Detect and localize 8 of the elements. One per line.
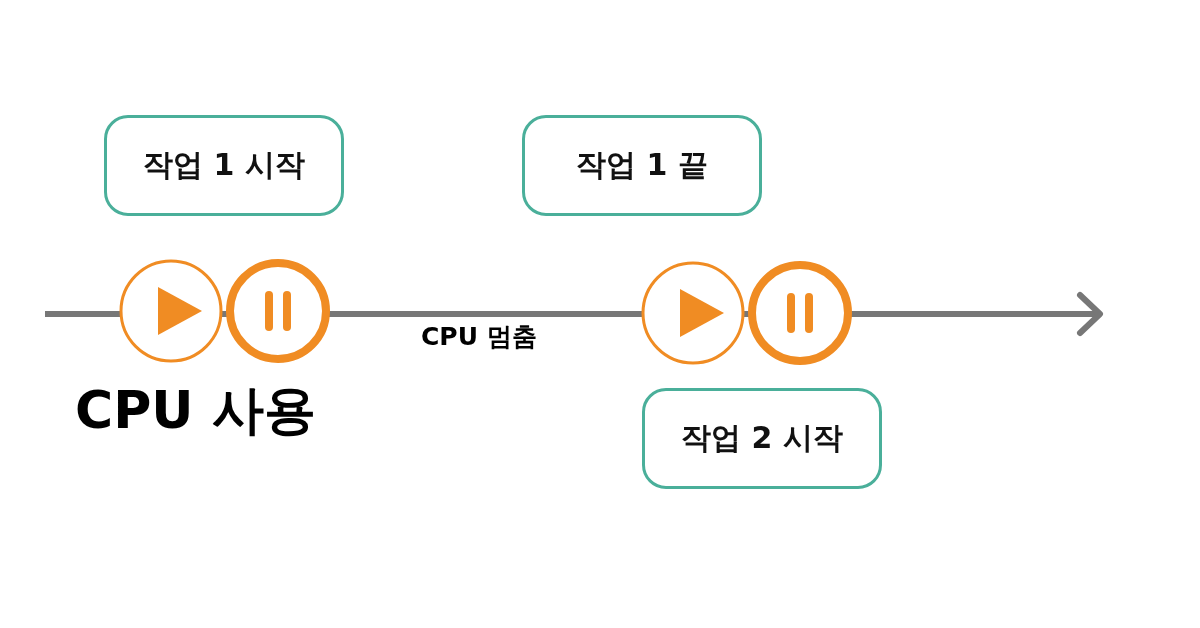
box-label: 작업 1 끝 xyxy=(576,146,708,184)
rounded-box xyxy=(104,115,344,216)
axis-label: CPU 멈춤 xyxy=(421,321,537,353)
rounded-box xyxy=(642,388,882,489)
box-label: 작업 1 시작 xyxy=(143,146,305,184)
rounded-box xyxy=(522,115,762,216)
section-title: CPU 사용 xyxy=(75,379,316,442)
box-label: 작업 2 시작 xyxy=(681,419,843,457)
